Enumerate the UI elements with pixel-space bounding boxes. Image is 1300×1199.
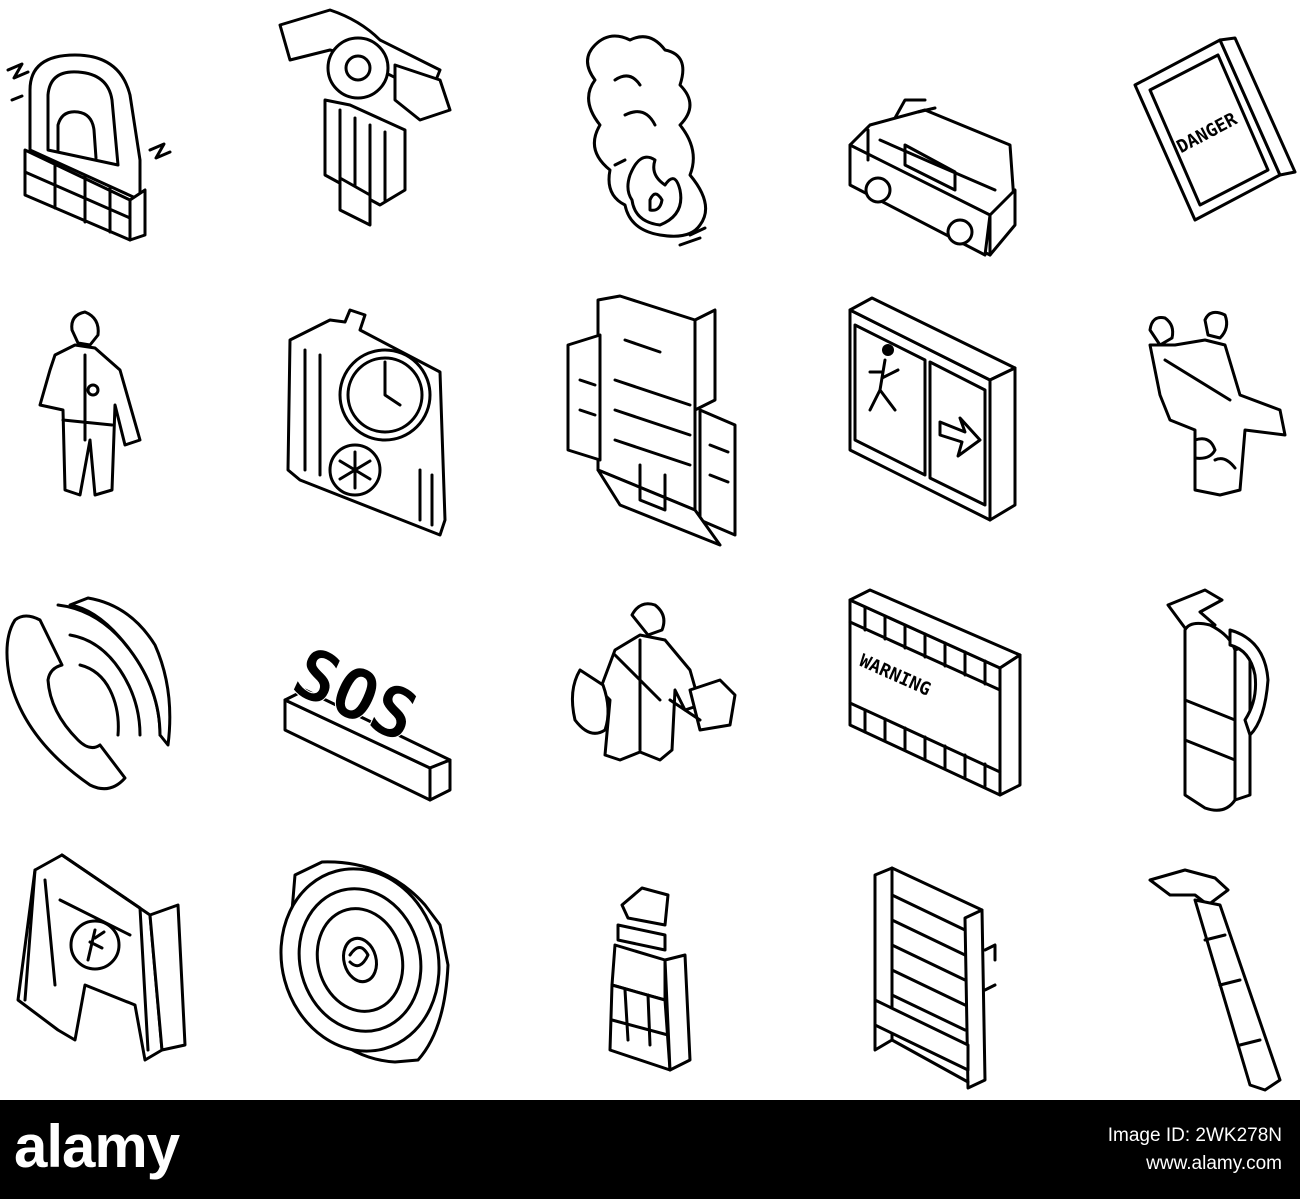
hospital-building-icon xyxy=(566,294,737,547)
ladder-icon xyxy=(873,866,997,1090)
emergency-exit-sign-icon xyxy=(848,296,1017,522)
stock-footer-bar: alamy Image ID: 2WK278N www.alamy.com xyxy=(0,1100,1300,1199)
rescuer-person-icon xyxy=(38,310,142,497)
rescue-rope-pulley-icon xyxy=(278,8,452,227)
fire-smoke-icon xyxy=(586,34,708,247)
emergency-siren-lamp-icon xyxy=(6,53,172,242)
fire-extinguisher-icon xyxy=(1166,588,1270,812)
fire-hydrant-column-icon xyxy=(608,886,692,1072)
fire-hose-reel-icon xyxy=(279,860,450,1064)
wet-floor-sign-icon xyxy=(16,853,187,1062)
image-id-text: Image ID: 2WK278N xyxy=(1107,1125,1282,1146)
danger-sign-icon: DANGER xyxy=(1133,36,1297,222)
footer-info: Image ID: 2WK278N www.alamy.com xyxy=(1108,1122,1282,1178)
rescuer-with-bags-icon xyxy=(570,602,737,762)
fire-axe-icon xyxy=(1148,868,1282,1092)
emergency-phone-call-icon xyxy=(5,596,172,791)
alamy-logo: alamy xyxy=(14,1113,180,1180)
warning-banner-icon: WARNING xyxy=(848,588,1022,797)
emergency-van-icon xyxy=(848,98,1017,257)
firefighter-carrying-person-icon xyxy=(1148,310,1287,497)
isometric-icon-set: DANGER xyxy=(5,8,1297,1092)
first-aid-kit-clock-icon xyxy=(286,308,447,537)
sos-sign-icon: SOS xyxy=(280,631,452,802)
site-url-text: www.alamy.com xyxy=(1146,1153,1282,1174)
